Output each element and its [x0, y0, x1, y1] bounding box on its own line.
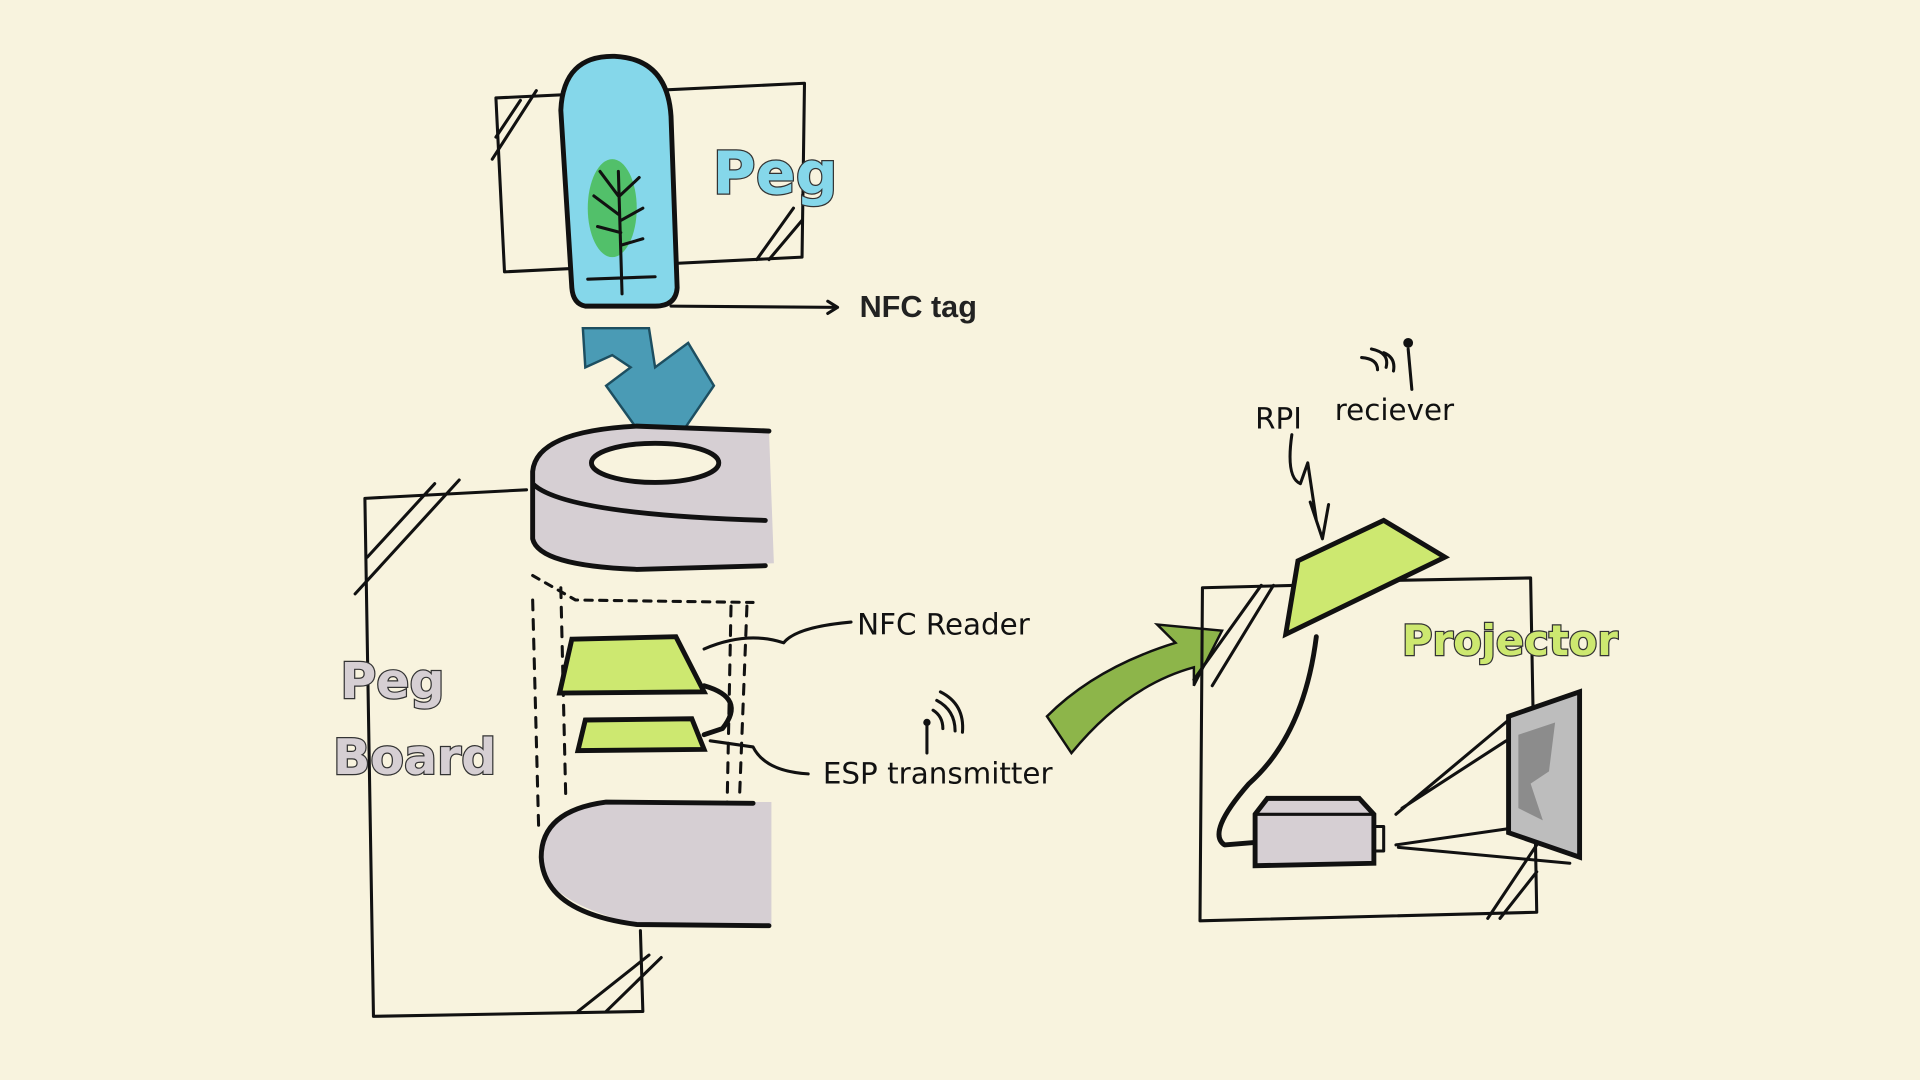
receiver-antenna-icon — [1360, 337, 1414, 391]
reciever-label: reciever — [1335, 393, 1455, 427]
board-socket-top — [530, 423, 774, 604]
nfc-reader-pointer — [702, 620, 853, 651]
rpi-cable — [1216, 634, 1319, 848]
peg-card — [490, 81, 807, 274]
esp-transmitter-label: ESP transmitter — [823, 757, 1054, 791]
rpi-pointer — [1288, 433, 1331, 541]
projection-beams — [1394, 718, 1572, 865]
nfc-tag-label: NFC tag — [860, 290, 977, 324]
transmit-arrow — [1045, 622, 1224, 756]
module-cable — [701, 683, 734, 738]
nfc-reader-module — [556, 634, 709, 696]
projector-device — [1252, 795, 1386, 869]
projection-screen — [1506, 688, 1583, 861]
nfc-reader-label: NFC Reader — [857, 607, 1031, 641]
esp-pointer — [708, 739, 810, 776]
projector-frame — [1192, 576, 1539, 923]
nfc-tag-pointer — [669, 299, 840, 315]
wireless-signal-icon — [923, 690, 965, 755]
rpi-label: RPI — [1255, 402, 1302, 436]
peg-title: Peg — [713, 138, 838, 207]
peg-board-label-line1: Peg — [340, 653, 444, 710]
peg-board-label-line2: Board — [333, 729, 496, 786]
board-socket-bottom — [538, 799, 772, 929]
rpi-module — [1282, 517, 1451, 639]
peg-board-frame — [353, 478, 663, 1018]
peg-capsule — [558, 53, 680, 309]
esp-transmitter-module — [574, 716, 708, 754]
projector-label: Projector — [1402, 616, 1618, 665]
